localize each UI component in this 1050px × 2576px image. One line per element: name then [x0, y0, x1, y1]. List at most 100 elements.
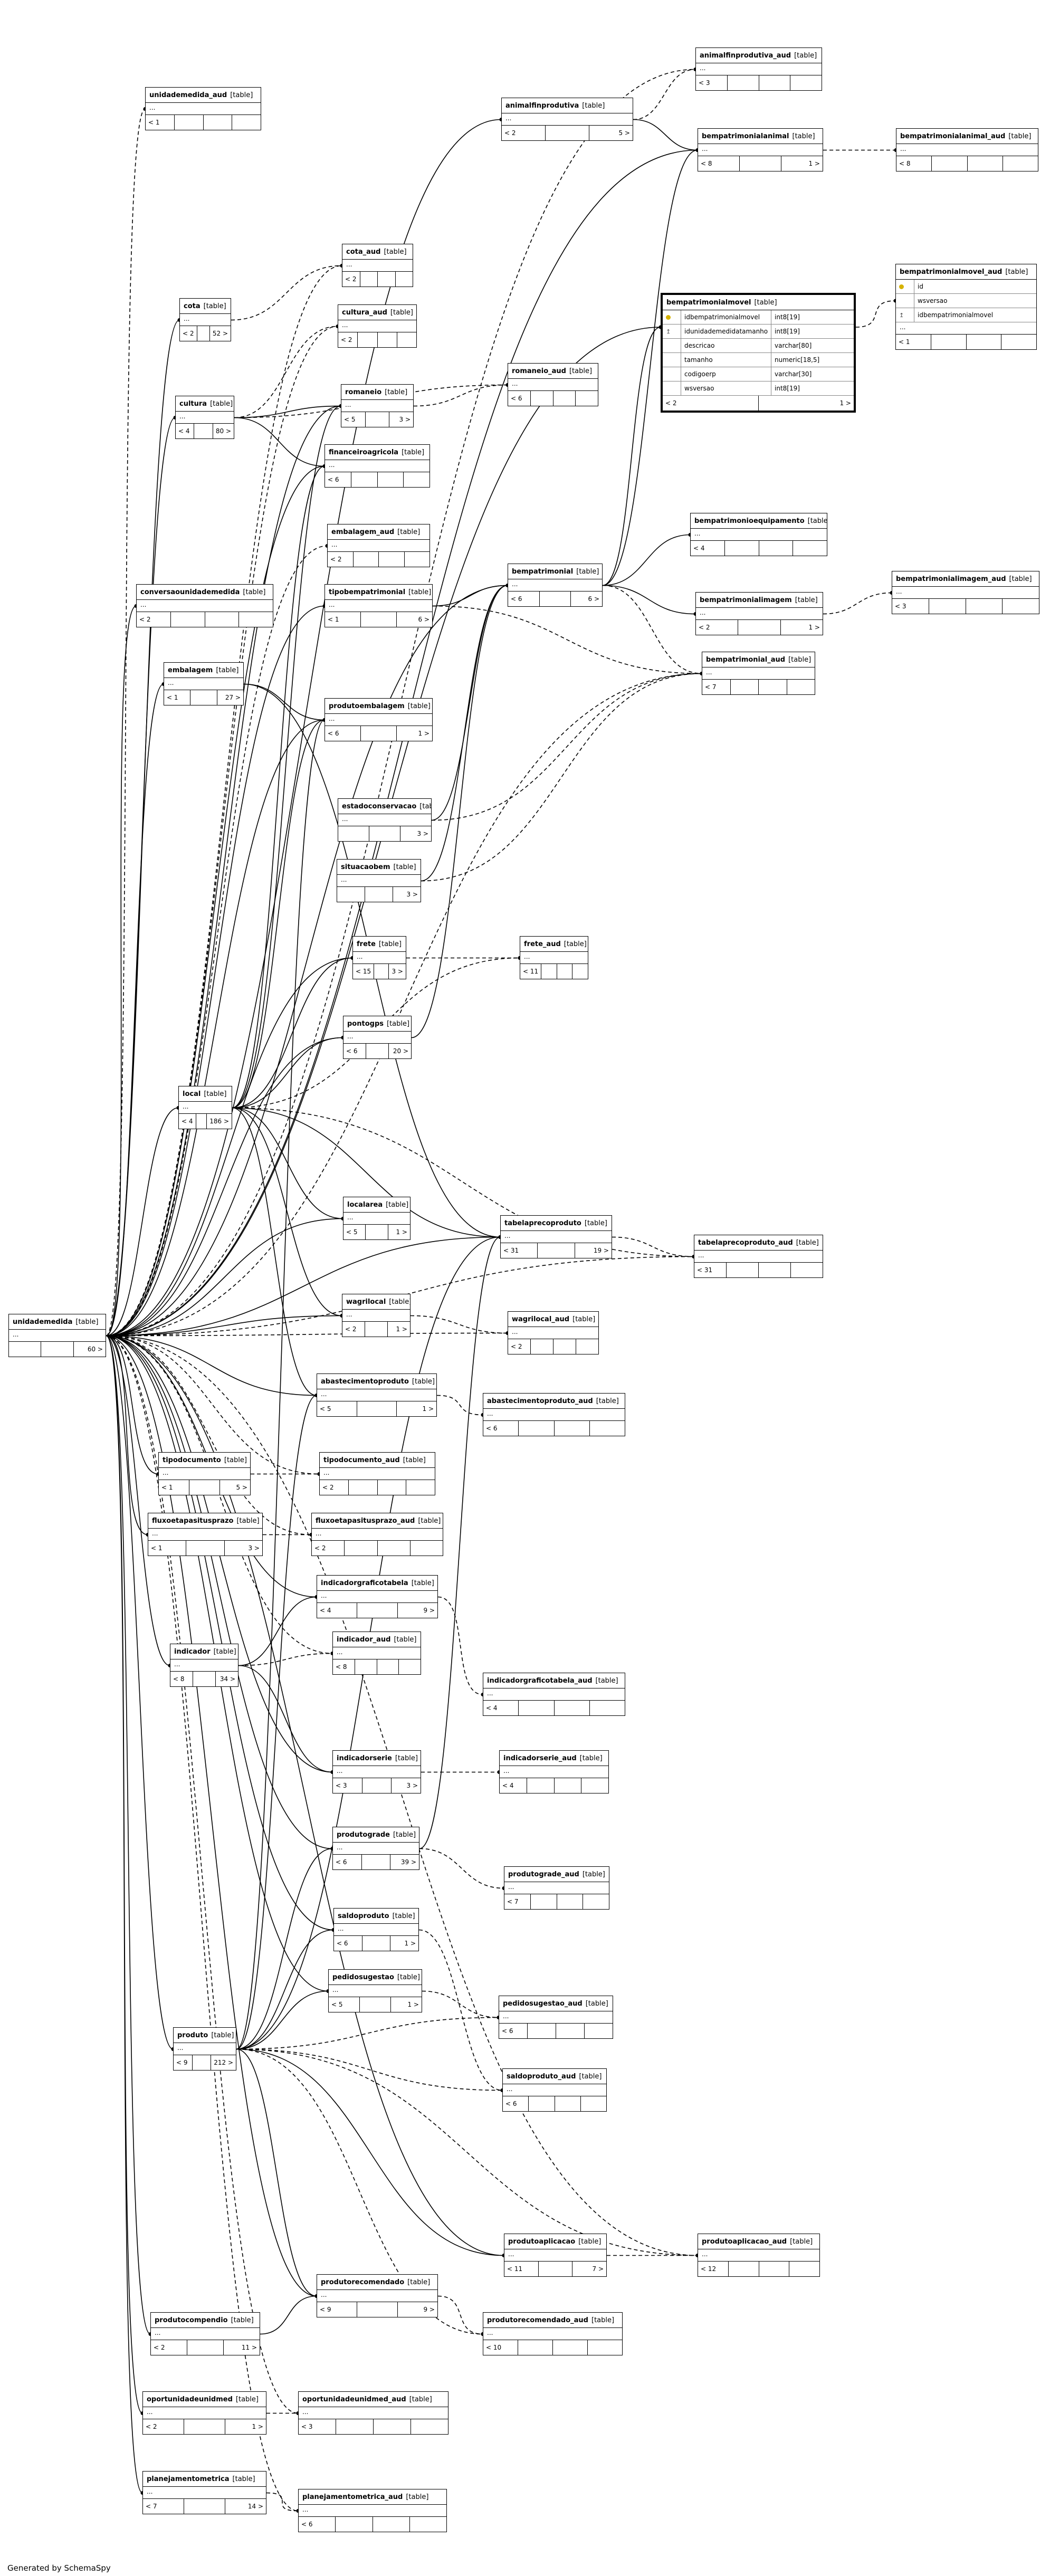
- relationship-edge: [232, 405, 341, 1109]
- table-tag: [table]: [235, 2395, 259, 2403]
- table-estadoconservacao[interactable]: estadoconservacao[table]...3 >: [338, 798, 432, 842]
- relationship-edge: [437, 1596, 483, 1695]
- relationship-edge: [236, 2048, 317, 2297]
- table-situacaobem[interactable]: situacaobem[table]...3 >: [337, 859, 421, 902]
- relationship-edge: [232, 957, 353, 1109]
- table-tag: [table]: [224, 1456, 247, 1464]
- table-tabelaprecoproduto-aud[interactable]: tabelaprecoproduto_aud[table]...< 31: [694, 1235, 823, 1278]
- relationship-edge: [432, 605, 702, 674]
- more-columns: ...: [702, 667, 815, 680]
- more-columns: ...: [503, 2084, 606, 2096]
- table-tag: [table]: [394, 1635, 417, 1644]
- table-bempatrimonioequipamento[interactable]: bempatrimonioequipamento[table]...< 4: [690, 513, 827, 556]
- table-animalfinprodutiva-aud[interactable]: animalfinprodutiva_aud[table]...< 3: [695, 47, 822, 91]
- table-planejamentometrica-aud[interactable]: planejamentometrica_aud[table]...< 6: [298, 2489, 447, 2532]
- table-conversaounidademedida[interactable]: conversaounidademedida[table]...< 2: [136, 584, 273, 627]
- primary-key-icon: [666, 314, 671, 320]
- table-fluxoetapasitusprazo-aud[interactable]: fluxoetapasitusprazo_aud[table]...< 2: [311, 1513, 443, 1556]
- column-type: numeric[18,5]: [771, 353, 854, 367]
- more-columns: ...: [483, 1409, 625, 1421]
- more-columns: ...: [896, 144, 1038, 156]
- table-name: conversaounidademedida: [140, 588, 240, 596]
- table-abastecimentoproduto-aud[interactable]: abastecimentoproduto_aud[table]...< 6: [483, 1393, 625, 1436]
- table-bempatrimonialimagem-aud[interactable]: bempatrimonialimagem_aud[table]...< 3: [892, 571, 1039, 614]
- table-romaneio-aud[interactable]: romaneio_aud[table]...< 6: [508, 363, 598, 406]
- children-count: < 7: [146, 2503, 157, 2510]
- table-cultura-aud[interactable]: cultura_aud[table]...< 2: [338, 304, 417, 348]
- table-cota-aud[interactable]: cota_aud[table]...< 2: [342, 244, 413, 287]
- table-saldoproduto-aud[interactable]: saldoproduto_aud[table]...< 6: [502, 2068, 607, 2112]
- table-tipodocumento-aud[interactable]: tipodocumento_aud[table]...< 2: [319, 1452, 435, 1495]
- table-produtoaplicacao-aud[interactable]: produtoaplicacao_aud[table]...< 12: [698, 2234, 820, 2277]
- table-tag: [table]: [389, 1297, 410, 1306]
- more-columns: ...: [333, 1843, 419, 1855]
- table-indicador-aud[interactable]: indicador_aud[table]...< 8: [332, 1632, 421, 1675]
- table-pedidosugestao-aud[interactable]: pedidosugestao_aud[table]...< 6: [499, 1996, 613, 2039]
- relationship-edge: [236, 2017, 499, 2050]
- children-count: < 6: [505, 2100, 517, 2107]
- table-tag: [table]: [792, 132, 815, 140]
- table-indicadorgraficotabela-aud[interactable]: indicadorgraficotabela_aud[table]...< 4: [483, 1673, 625, 1716]
- children-count: < 4: [320, 1607, 331, 1614]
- parents-count: 39 >: [390, 1855, 419, 1869]
- table-unidademedida[interactable]: unidademedida[table]...60 >: [8, 1314, 106, 1357]
- table-produtorecomendado-aud[interactable]: produtorecomendado_aud[table]...< 10: [483, 2312, 623, 2355]
- table-name: wagrilocal_aud: [512, 1315, 570, 1323]
- parents-count: 186 >: [206, 1114, 232, 1129]
- table-embalagem-aud[interactable]: embalagem_aud[table]...< 2: [327, 524, 430, 567]
- table-bempatrimonialmovel[interactable]: bempatrimonialmovel[table] idbempatrimon…: [661, 293, 856, 413]
- children-count: < 3: [699, 79, 710, 87]
- table-bempatrimonial-aud[interactable]: bempatrimonial_aud[table]...< 7: [702, 652, 815, 695]
- table-name: indicadorserie: [337, 1754, 392, 1762]
- table-financeiroagricola[interactable]: financeiroagricola[table]...< 6: [324, 444, 430, 488]
- children-count: < 2: [183, 330, 194, 337]
- table-unidademedida-aud[interactable]: unidademedida_aud[table]...< 1: [145, 87, 261, 130]
- table-indicadorserie-aud[interactable]: indicadorserie_aud[table]...< 4: [499, 1750, 609, 1793]
- table-name: tipodocumento: [163, 1456, 221, 1464]
- table-wagrilocal-aud[interactable]: wagrilocal_aud[table]...< 2: [508, 1311, 599, 1354]
- table-oportunidadeunidmed-aud[interactable]: oportunidadeunidmed_aud[table]...< 3: [298, 2391, 448, 2435]
- table-tag: [table]: [243, 588, 266, 596]
- relationship-edge: [106, 1335, 299, 2512]
- more-columns: ...: [9, 1330, 106, 1342]
- table-bempatrimonialanimal-aud[interactable]: bempatrimonialanimal_aud[table]...< 8: [896, 128, 1038, 171]
- table-frete-aud[interactable]: frete_aud[table]...< 11: [520, 936, 588, 979]
- children-count: [338, 826, 369, 841]
- parents-count: 34 >: [215, 1672, 238, 1686]
- table-produtograde-aud[interactable]: produtograde_aud[table]...< 7: [504, 1866, 609, 1910]
- column-name: idbempatrimonialmovel: [914, 308, 1036, 322]
